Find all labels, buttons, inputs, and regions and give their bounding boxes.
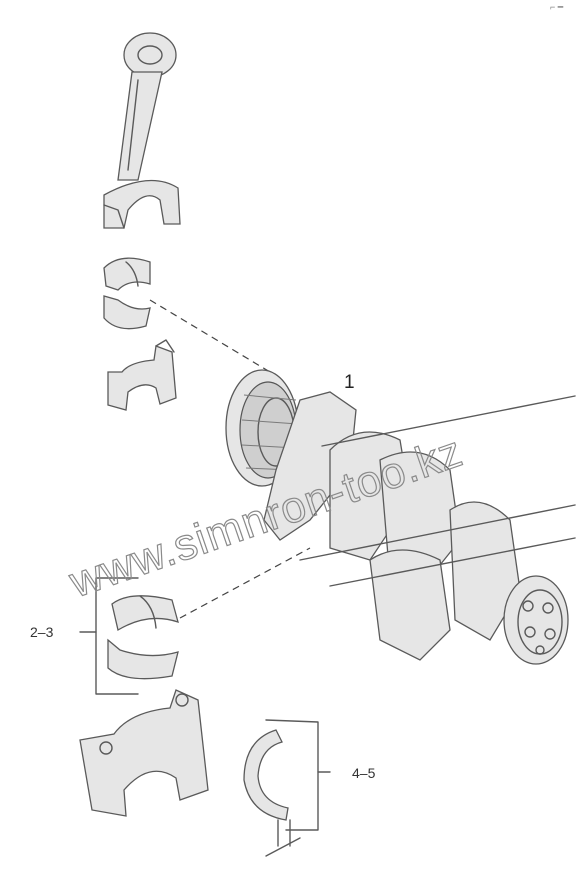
crankshaft: [263, 391, 576, 665]
assembly-line-rod: [149, 299, 281, 379]
callout-2-3: 2–3: [30, 624, 54, 640]
connecting-rod: [103, 32, 181, 229]
corner-mark: ⌐ ━: [550, 2, 564, 12]
rod-bearing-upper: [103, 257, 151, 330]
callout-4-5: 4–5: [352, 765, 376, 781]
main-bearing-cap: [79, 689, 209, 817]
callout-1: 1: [344, 372, 355, 393]
thrust-washers: [243, 719, 331, 857]
main-bearing-shells: [79, 577, 179, 695]
rod-cap: [107, 339, 177, 411]
assembly-line-main: [179, 547, 311, 619]
